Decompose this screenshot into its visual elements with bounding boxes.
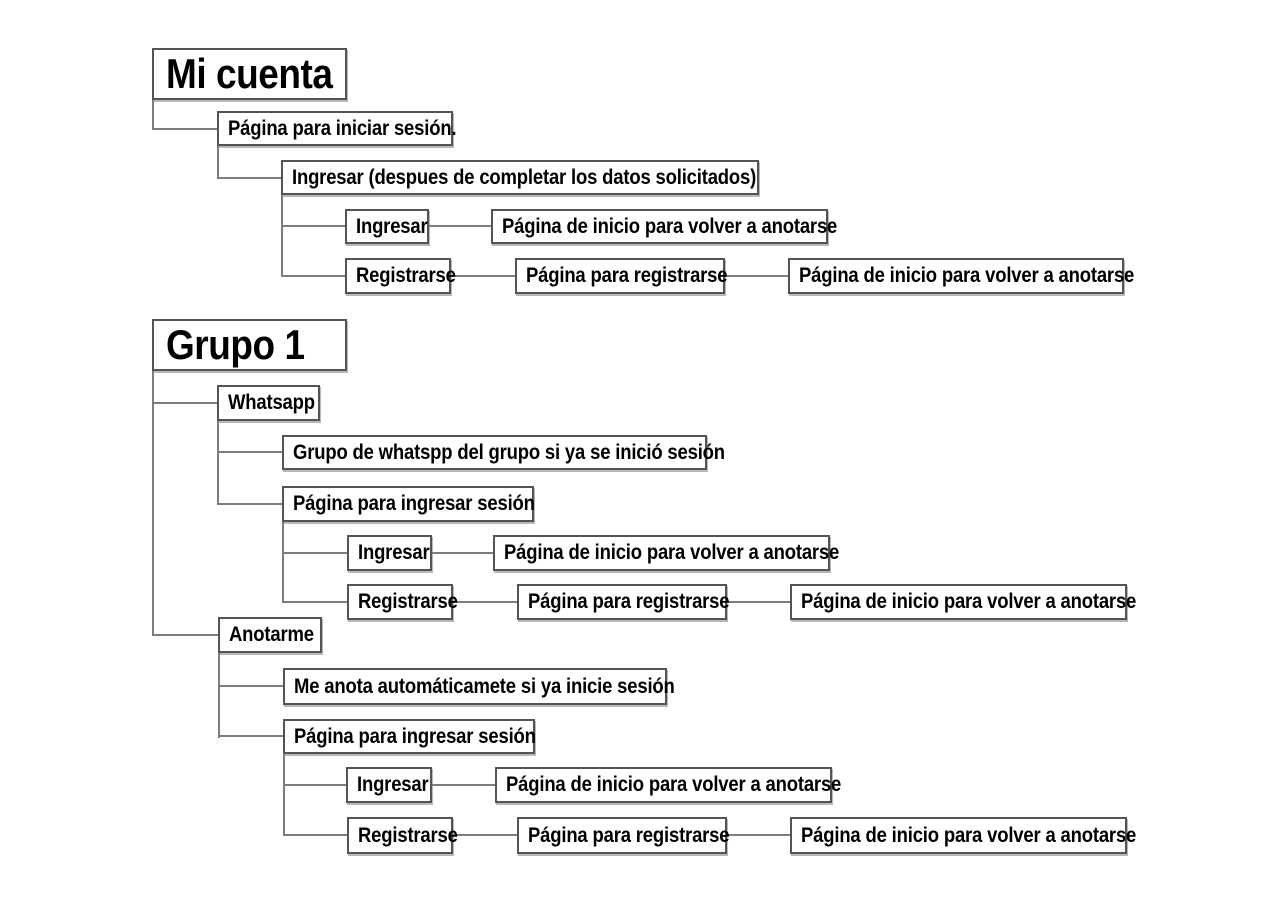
connector-line bbox=[453, 834, 517, 836]
node-label: Página de inicio para volver a anotarse bbox=[502, 214, 838, 238]
connector-line bbox=[152, 128, 217, 130]
node-grupo-whatsapp-sesion[interactable]: Grupo de whatspp del grupo si ya se inic… bbox=[282, 435, 725, 470]
connector-line bbox=[727, 834, 790, 836]
node-pagina-inicio-volver-anotarse[interactable]: Página de inicio para volver a anotarse bbox=[493, 535, 839, 571]
node-pagina-inicio-volver-anotarse[interactable]: Página de inicio para volver a anotarse bbox=[788, 258, 1134, 294]
node-registrarse[interactable]: Registrarse bbox=[345, 258, 456, 294]
connector-line bbox=[152, 370, 154, 636]
connector-line bbox=[217, 420, 219, 505]
node-label: Ingresar bbox=[358, 541, 430, 564]
node-label: Me anota automáticamete si ya inicie ses… bbox=[294, 674, 675, 698]
connector-line bbox=[217, 503, 282, 505]
node-label: Grupo de whatspp del grupo si ya se inic… bbox=[293, 440, 725, 464]
node-whatsapp[interactable]: Whatsapp bbox=[217, 385, 320, 421]
connector-line bbox=[217, 177, 281, 179]
connector-line bbox=[432, 552, 493, 554]
node-anotarme[interactable]: Anotarme bbox=[218, 617, 322, 653]
node-ingresar[interactable]: Ingresar bbox=[346, 767, 432, 803]
node-label: Anotarme bbox=[229, 623, 314, 646]
connector-line bbox=[429, 225, 491, 227]
connector-line bbox=[451, 275, 515, 277]
connector-line bbox=[283, 753, 285, 836]
node-label: Página de inicio para volver a anotarse bbox=[506, 773, 842, 796]
node-pagina-inicio-volver-anotarse[interactable]: Página de inicio para volver a anotarse bbox=[491, 209, 837, 244]
node-label: Página para registrarse bbox=[528, 590, 730, 613]
connector-line bbox=[152, 99, 154, 130]
node-ingresar[interactable]: Ingresar bbox=[347, 535, 432, 571]
node-registrarse[interactable]: Registrarse bbox=[347, 817, 458, 854]
node-ingresar-despues-datos[interactable]: Ingresar (despues de completar los datos… bbox=[281, 160, 759, 195]
connector-line bbox=[727, 601, 790, 603]
connector-line bbox=[218, 652, 220, 738]
connector-line bbox=[152, 402, 217, 404]
node-label: Mi cuenta bbox=[166, 50, 333, 97]
connector-line bbox=[282, 552, 347, 554]
node-label: Página para registrarse bbox=[528, 823, 730, 847]
node-label: Página de inicio para volver a anotarse bbox=[801, 590, 1137, 613]
connector-line bbox=[281, 194, 283, 277]
connector-line bbox=[283, 834, 347, 836]
node-me-anota-automaticamente[interactable]: Me anota automáticamete si ya inicie ses… bbox=[283, 668, 675, 705]
node-pagina-inicio-volver-anotarse[interactable]: Página de inicio para volver a anotarse bbox=[495, 767, 841, 803]
node-registrarse[interactable]: Registrarse bbox=[347, 584, 458, 620]
connector-line bbox=[217, 145, 219, 179]
connector-line bbox=[218, 735, 283, 737]
node-label: Página para iniciar sesión. bbox=[228, 116, 457, 140]
node-label: Página para registrarse bbox=[526, 264, 728, 287]
connector-line bbox=[217, 451, 282, 453]
connector-line bbox=[283, 784, 346, 786]
connector-line bbox=[218, 685, 283, 687]
node-pagina-iniciar-sesion[interactable]: Página para iniciar sesión. bbox=[217, 111, 457, 146]
node-grupo-1-title[interactable]: Grupo 1 bbox=[152, 319, 347, 371]
node-pagina-registrarse[interactable]: Página para registrarse bbox=[517, 817, 730, 854]
node-label: Página de inicio para volver a anotarse bbox=[799, 264, 1135, 287]
node-label: Ingresar (despues de completar los datos… bbox=[292, 165, 757, 189]
node-label: Ingresar bbox=[357, 773, 429, 796]
node-label: Página para ingresar sesión bbox=[293, 492, 535, 515]
connector-line bbox=[281, 225, 345, 227]
connector-line bbox=[152, 634, 218, 636]
node-pagina-ingresar-sesion[interactable]: Página para ingresar sesión bbox=[282, 486, 535, 522]
connector-line bbox=[725, 275, 788, 277]
node-label: Registrarse bbox=[358, 590, 458, 613]
node-label: Página de inicio para volver a anotarse bbox=[504, 541, 840, 564]
node-label: Whatsapp bbox=[228, 391, 315, 414]
node-label: Página para ingresar sesión bbox=[294, 724, 536, 748]
node-pagina-registrarse[interactable]: Página para registrarse bbox=[515, 258, 728, 294]
node-pagina-registrarse[interactable]: Página para registrarse bbox=[517, 584, 730, 620]
connector-line bbox=[432, 784, 495, 786]
node-label: Registrarse bbox=[356, 264, 456, 287]
connector-line bbox=[282, 601, 347, 603]
node-ingresar[interactable]: Ingresar bbox=[345, 209, 429, 244]
node-pagina-inicio-volver-anotarse[interactable]: Página de inicio para volver a anotarse bbox=[790, 584, 1136, 620]
connector-line bbox=[282, 521, 284, 603]
connector-line bbox=[453, 601, 517, 603]
node-label: Registrarse bbox=[358, 823, 458, 847]
connector-line bbox=[281, 275, 345, 277]
node-pagina-ingresar-sesion[interactable]: Página para ingresar sesión bbox=[283, 719, 536, 754]
node-label: Ingresar bbox=[356, 214, 428, 238]
node-label: Grupo 1 bbox=[166, 321, 305, 368]
node-mi-cuenta-title[interactable]: Mi cuenta bbox=[152, 48, 347, 100]
node-label: Página de inicio para volver a anotarse bbox=[801, 823, 1137, 847]
node-pagina-inicio-volver-anotarse[interactable]: Página de inicio para volver a anotarse bbox=[790, 817, 1136, 854]
